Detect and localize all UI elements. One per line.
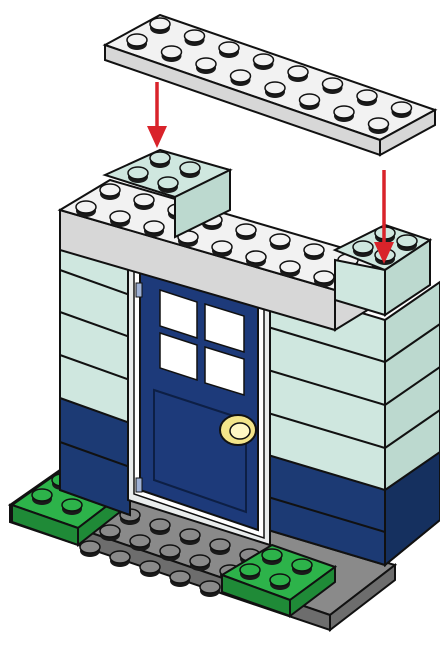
base-stud <box>100 525 120 541</box>
corner-stud <box>128 167 148 183</box>
wall-stud <box>304 244 324 260</box>
wall-stud <box>280 261 300 277</box>
corner-stud <box>180 162 200 178</box>
wall-stud <box>144 221 164 237</box>
wall-stud <box>270 234 290 250</box>
green-stud <box>270 574 290 590</box>
base-stud <box>150 519 170 535</box>
base-stud <box>160 545 180 561</box>
base-stud <box>170 571 190 587</box>
plate-stud <box>369 118 389 134</box>
plate-stud <box>357 90 377 106</box>
corner-stud <box>158 177 178 193</box>
down-arrow-icon <box>147 82 167 148</box>
green-stud <box>62 499 82 515</box>
wall-stud <box>212 241 232 257</box>
wall-stud <box>246 251 266 267</box>
base-stud <box>130 535 150 551</box>
plate-stud <box>127 34 147 50</box>
green-stud <box>32 489 52 505</box>
green-stud <box>292 559 312 575</box>
base-stud <box>110 551 130 567</box>
wall-stud <box>134 194 154 210</box>
green-stud <box>240 564 260 580</box>
base-stud <box>140 561 160 577</box>
base-stud <box>210 539 230 555</box>
base-stud <box>190 555 210 571</box>
wall-stud <box>100 184 120 200</box>
plate-stud <box>334 106 354 122</box>
plate-stud <box>150 18 170 34</box>
plate-stud <box>185 30 205 46</box>
door-knob-icon[interactable] <box>220 415 256 445</box>
green-stud <box>262 549 282 565</box>
plate-stud <box>392 102 412 118</box>
wall-front <box>60 230 130 515</box>
plate-stud <box>300 94 320 110</box>
plate-stud <box>162 46 182 62</box>
wall-right <box>268 282 440 565</box>
wall-stud <box>236 224 256 240</box>
base-stud <box>200 581 220 597</box>
plate-stud <box>219 42 239 58</box>
plate-stud <box>196 58 216 74</box>
plate-stud <box>265 82 285 98</box>
plate-stud <box>323 78 343 94</box>
plate-stud <box>231 70 251 86</box>
base-stud <box>80 541 100 557</box>
corner-stud <box>397 235 417 251</box>
corner-stud <box>353 241 373 257</box>
wall-stud <box>110 211 130 227</box>
plate-stud <box>254 54 274 70</box>
wall-stud <box>314 271 334 287</box>
base-stud <box>180 529 200 545</box>
plate-stud <box>288 66 308 82</box>
corner-stud <box>150 152 170 168</box>
wall-stud <box>76 201 96 217</box>
